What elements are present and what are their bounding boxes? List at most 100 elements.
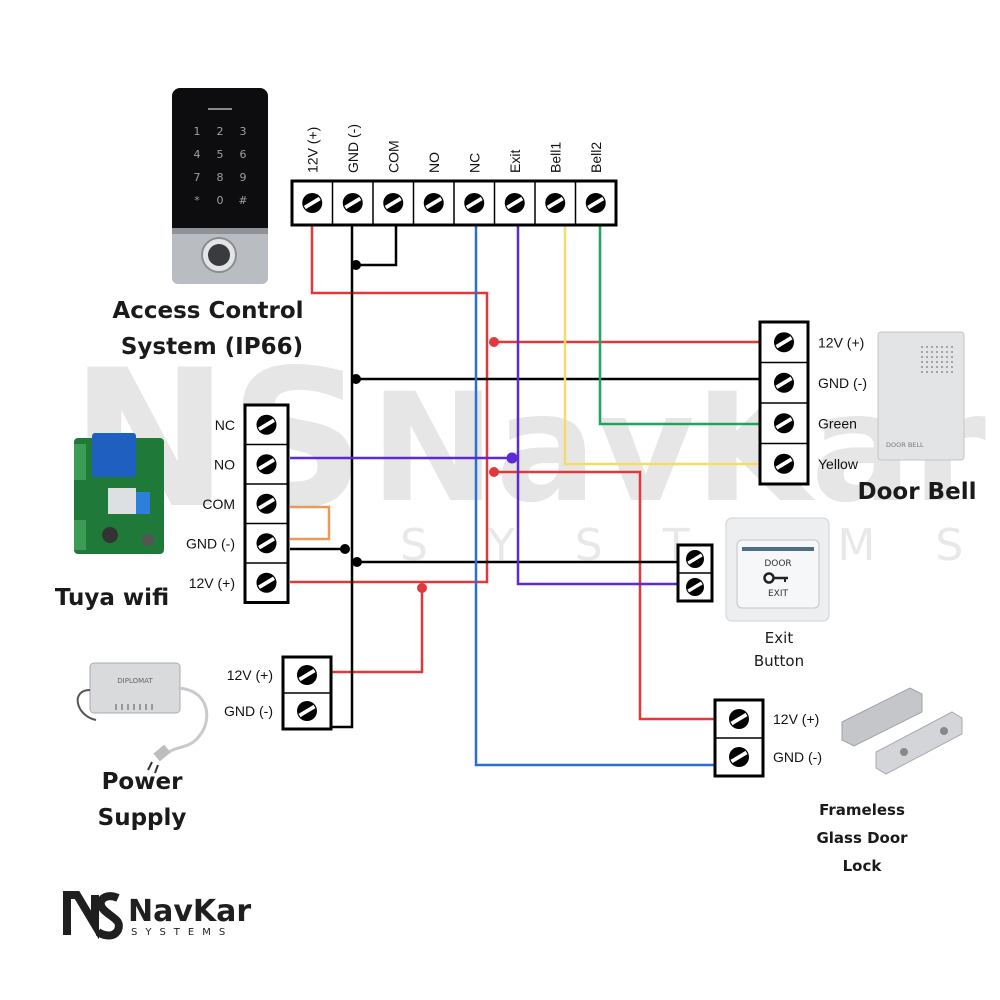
power-supply-device: DIPLOMAT (76, 662, 209, 774)
logo-name: NavKar (128, 894, 251, 929)
lock-strike-plate (875, 711, 963, 775)
screw-terminal-icon (686, 550, 704, 568)
wire-yellow-bell1 (563, 225, 760, 466)
keypad-key: 2 (217, 125, 224, 138)
screw-terminal-icon (729, 747, 749, 767)
keypad-key: 6 (240, 148, 247, 161)
lock-body (841, 687, 923, 747)
door-lock-terminal-block: 12V (+) GND (-) (713, 698, 822, 778)
terminal-label: GND (-) (773, 749, 822, 765)
door-lock-label-2: Glass Door (816, 829, 908, 847)
psu-brand: DIPLOMAT (117, 677, 153, 685)
junction-dot-black-tuya (340, 544, 350, 554)
exit-button-label-2: Button (754, 652, 804, 670)
screw-terminal-icon (423, 193, 444, 213)
junction-dot-red-bell (489, 337, 499, 347)
door-bell-label: Door Bell (858, 479, 977, 505)
access-control-label-1: Access Control (112, 298, 303, 324)
screw-terminal-icon (774, 413, 794, 434)
plug-icon (153, 744, 171, 762)
junction-dot-purple (506, 452, 518, 464)
screw-terminal-icon (686, 578, 704, 596)
junction-dot-black-com (351, 260, 361, 270)
screw-terminal-icon (729, 709, 749, 729)
screw-terminal-icon (585, 193, 606, 213)
screw-terminal-icon (504, 193, 525, 213)
tuya-wifi-module (74, 433, 164, 554)
screw-terminal-icon (256, 414, 277, 435)
door-lock-label-3: Lock (843, 857, 883, 875)
navkar-logo: NavKar SYSTEMS (63, 891, 251, 940)
access-control-label-2: System (IP66) (121, 334, 303, 360)
power-supply-terminal-block: 12V (+)GND (-) (224, 655, 333, 731)
keypad-key: 1 (194, 125, 201, 138)
wifi-chip-icon (108, 488, 136, 514)
exit-button-terminal-block (676, 543, 714, 603)
exit-button-door-text: DOOR (764, 559, 791, 569)
keypad-key: 4 (194, 148, 201, 161)
door-bell-device: DOOR BELL (877, 331, 965, 461)
door-bell-body (877, 331, 965, 461)
terminal-label: NO (214, 456, 235, 472)
screw-terminal-icon (342, 193, 363, 213)
screw-terminal-icon (256, 533, 277, 554)
terminal-label: 12V (+) (227, 667, 273, 683)
terminal-label: Yellow (818, 456, 859, 472)
screw-terminal-icon (297, 701, 317, 721)
power-cord (163, 686, 209, 757)
wire-black-gnd-bus (330, 225, 354, 729)
exit-button-device: DOOR EXIT (725, 517, 830, 622)
terminal-label: GND (-) (186, 535, 235, 551)
exit-button-face (736, 539, 820, 609)
terminal-label: GND (-) (818, 375, 867, 391)
wire-blue-nc-lock (474, 225, 716, 767)
screw-terminal-icon (464, 193, 485, 213)
terminal-label: 12V (+) (818, 334, 864, 350)
exit-button-label-1: Exit (765, 629, 794, 647)
terminal-label: GND (-) (345, 124, 361, 173)
keypad-key: 0 (217, 194, 224, 207)
screw-terminal-icon (774, 453, 794, 474)
junction-dot-black-bell (351, 374, 361, 384)
exit-button-exit-text: EXIT (768, 589, 789, 599)
wire-black-com (356, 225, 398, 267)
wire-green-bell2 (598, 225, 760, 426)
terminal-label: NO (426, 152, 442, 173)
screw-terminal-icon (256, 493, 277, 514)
wire-red-psu-12v (330, 588, 424, 674)
door-bell-device-text: DOOR BELL (886, 441, 924, 449)
psu-label-1: Power (102, 769, 184, 795)
keypad-key: 9 (240, 171, 247, 184)
terminal-label: Green (818, 415, 857, 431)
door-lock-device (841, 687, 963, 775)
screw-terminal-icon (383, 193, 404, 213)
wire-red-lock-12v (494, 470, 716, 721)
wire-purple-exit (516, 225, 680, 586)
terminal-label: 12V (+) (773, 711, 819, 727)
terminal-label: NC (215, 417, 235, 433)
junction-dot-black-exit (352, 557, 362, 567)
junction-dot-red-lock (489, 467, 499, 477)
keypad-key: 3 (240, 125, 247, 138)
keypad-key: * (194, 194, 200, 207)
psu-body (89, 662, 181, 714)
key-icon (763, 572, 788, 584)
relay-icon (92, 433, 136, 477)
screw-terminal-icon (302, 193, 323, 213)
terminal-label: 12V (+) (304, 127, 320, 173)
keypad-key: 8 (217, 171, 224, 184)
screw-terminal-icon (774, 372, 794, 393)
junction-dot-red-psu (417, 583, 427, 593)
ns-logo-mark-icon (63, 891, 123, 940)
speaker-grille-icon (921, 346, 953, 373)
terminal-label: NC (466, 153, 482, 173)
psu-label-2: Supply (98, 805, 187, 831)
screw-terminal-icon (774, 332, 794, 353)
logo-sub: SYSTEMS (131, 927, 233, 938)
